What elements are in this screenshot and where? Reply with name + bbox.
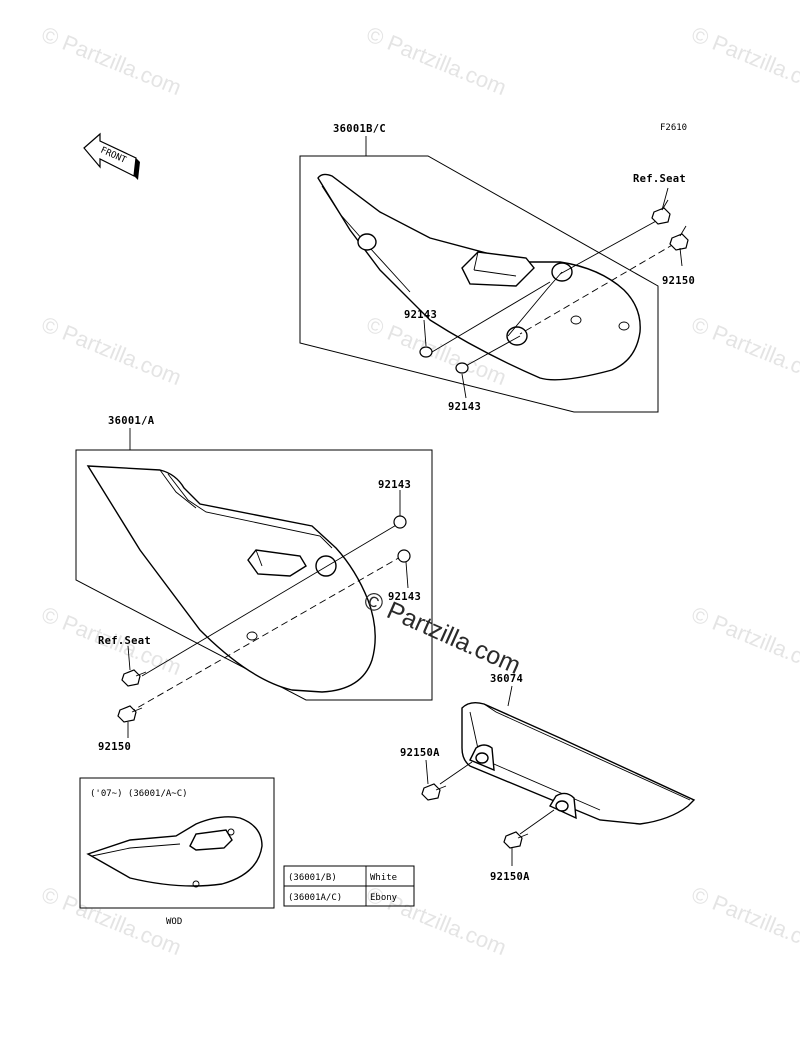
part-label-92150a-lower: 92150A: [490, 871, 530, 883]
inset-model-label: WOD: [166, 917, 182, 927]
top-cover-group: 36001B/C: [299, 123, 695, 413]
bolt-icon: [503, 831, 529, 849]
watermark-text: © Partzilla.com: [363, 21, 510, 100]
inset-frame: [79, 777, 275, 909]
washer-icon: [419, 346, 433, 358]
part-label-36001a: 36001/A: [108, 415, 155, 427]
part-label-ref-seat-left: Ref.Seat: [98, 635, 151, 647]
side-cover-left: [86, 465, 376, 693]
top-cover-frame: [299, 155, 659, 413]
watermark-text: © Partzilla.com: [688, 21, 800, 100]
left-cover-group: 36001/A 92143 92143 Ref.Seat 92150: [75, 415, 433, 753]
part-label-92143-left-2: 92143: [388, 591, 421, 603]
watermark-text: © Partzilla.com: [688, 311, 800, 390]
watermark-text: © Partzilla.com: [38, 881, 185, 960]
part-label-92143-left-1: 92143: [378, 479, 411, 491]
part-label-92143-top-1: 92143: [404, 309, 437, 321]
chain-guard-group: 36074 92150A 92150A: [400, 673, 696, 883]
color-table-part: (36001A/C): [288, 893, 342, 903]
front-direction-arrow: FRONT: [83, 132, 140, 180]
bolt-icon: [121, 669, 147, 687]
color-table-color: Ebony: [370, 893, 398, 903]
part-label-36001bc: 36001B/C: [333, 123, 386, 135]
left-cover-frame: [75, 449, 433, 701]
watermark-center: © Partzilla.com: [360, 586, 525, 680]
part-label-92150-left: 92150: [98, 741, 131, 753]
color-table-part: (36001/B): [288, 873, 337, 883]
color-table: (36001/B) White (36001A/C) Ebony: [283, 865, 415, 907]
bolt-icon: [651, 199, 671, 225]
watermark-text: © Partzilla.com: [38, 21, 185, 100]
inset-caption: ('07~) (36001/A~C): [90, 789, 188, 799]
bolt-icon: [117, 705, 143, 723]
cover-recess: [247, 549, 307, 577]
figure-code: F2610: [660, 123, 687, 133]
watermark-text: © Partzilla.com: [38, 311, 185, 390]
part-label-92150a-upper: 92150A: [400, 747, 440, 759]
watermark-text: © Partzilla.com: [688, 881, 800, 960]
bolt-icon: [669, 225, 689, 251]
washer-icon: [397, 549, 411, 563]
color-table-color: White: [370, 873, 397, 883]
bolt-icon: [421, 783, 447, 801]
washer-icon: [455, 362, 469, 374]
inset-model-variant: ('07~) (36001/A~C) WOD: [79, 777, 275, 927]
watermark-text: © Partzilla.com: [688, 601, 800, 680]
part-label-36074: 36074: [490, 673, 523, 685]
part-label-92150-top: 92150: [662, 275, 695, 287]
part-label-92143-top-2: 92143: [448, 401, 481, 413]
washer-icon: [393, 515, 407, 529]
chain-guard: [461, 701, 696, 825]
part-label-ref-seat-top: Ref.Seat: [633, 173, 686, 185]
